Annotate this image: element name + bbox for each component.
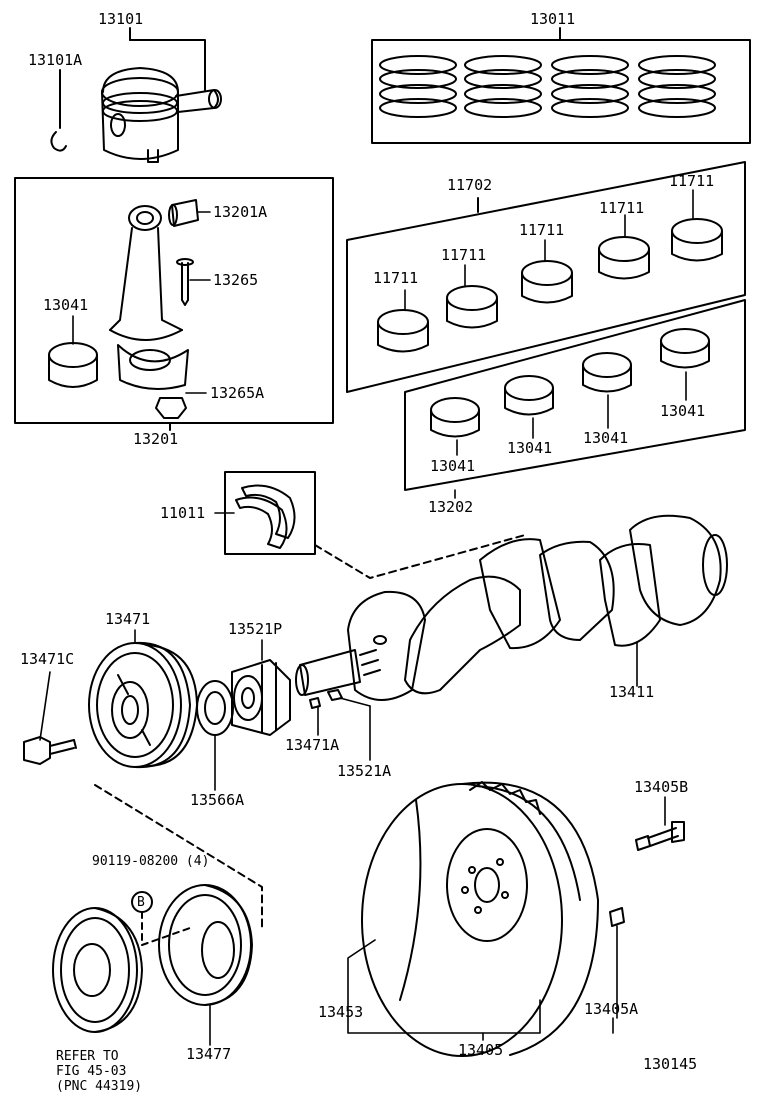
- piston-pin-snap-ring: [50, 69, 67, 152]
- pulley-bolt: [23, 736, 77, 765]
- label-13521A: 13521A: [337, 762, 392, 780]
- connecting-rod-box: [14, 177, 334, 424]
- rod-bearing: [48, 342, 98, 388]
- flywheel: [361, 781, 599, 1057]
- label-11711-3: 11711: [519, 221, 565, 239]
- label-13041-2: 13041: [507, 439, 553, 457]
- dowel-pin: [609, 907, 625, 927]
- main-bearing-lower-set: [430, 328, 710, 438]
- main-bearing-upper-set: [377, 218, 723, 353]
- refer-note-line3: (PNC 44319): [56, 1078, 143, 1094]
- flywheel-bolt: [635, 821, 685, 851]
- label-11011: 11011: [160, 504, 206, 522]
- pulley-leader: [94, 784, 263, 931]
- label-13405A: 13405A: [584, 1000, 639, 1018]
- pulley-13477: [158, 884, 253, 1006]
- piston-illustration: [101, 27, 222, 163]
- label-11711-1: 11711: [373, 269, 419, 287]
- rod-nut: [155, 397, 187, 419]
- label-13471C: 13471C: [20, 650, 75, 668]
- refer-note: REFER TO FIG 45-03 (PNC 44319): [56, 1049, 143, 1095]
- refer-note-line2: FIG 45-03: [56, 1063, 127, 1079]
- thrust-washers: [235, 484, 296, 549]
- rod-bolt: [176, 258, 194, 306]
- label-13202: 13202: [428, 498, 474, 516]
- leader-lines: [39, 189, 694, 1046]
- crankshaft-pulley: [88, 641, 198, 769]
- main-bearing-lower-box: [404, 299, 746, 491]
- oil-seal-washer: [196, 680, 234, 736]
- label-11711-2: 11711: [441, 246, 487, 264]
- label-13041-3: 13041: [583, 429, 629, 447]
- rod-bushing: [168, 199, 199, 227]
- connecting-rod: [109, 205, 189, 390]
- label-13265A: 13265A: [210, 384, 265, 402]
- label-11711-5: 11711: [669, 172, 715, 190]
- pulley-ref-fig: [52, 907, 143, 1033]
- label-13471: 13471: [105, 610, 151, 628]
- label-13201A: 13201A: [213, 203, 268, 221]
- label-13521P: 13521P: [228, 620, 283, 638]
- label-13477: 13477: [186, 1045, 232, 1063]
- label-13405: 13405: [458, 1041, 504, 1059]
- label-13041-4: 13041: [660, 402, 706, 420]
- timing-gear: [231, 659, 291, 736]
- label-90119: 90119-08200 (4): [92, 854, 210, 869]
- label-13101: 13101: [98, 10, 144, 28]
- label-13566A: 13566A: [190, 791, 245, 809]
- label-11711-4: 11711: [599, 199, 645, 217]
- label-13411: 13411: [609, 683, 655, 701]
- label-ref-b: B: [137, 895, 145, 910]
- crankshaft: [295, 514, 728, 701]
- piston-rings: [379, 55, 716, 118]
- label-13041-rod: 13041: [43, 296, 89, 314]
- label-13041-1: 13041: [430, 457, 476, 475]
- label-11702: 11702: [447, 176, 493, 194]
- label-13471A: 13471A: [285, 736, 340, 754]
- label-13101A: 13101A: [28, 51, 83, 69]
- label-13201: 13201: [133, 430, 179, 448]
- label-13265: 13265: [213, 271, 259, 289]
- refer-note-line1: REFER TO: [56, 1049, 119, 1064]
- label-13453: 13453: [318, 1003, 364, 1021]
- label-13011: 13011: [530, 10, 576, 28]
- thrust-washer-leader: [314, 534, 526, 579]
- label-130145: 130145: [643, 1055, 698, 1073]
- label-13405B: 13405B: [634, 778, 689, 796]
- main-bearing-upper-box: [346, 161, 746, 393]
